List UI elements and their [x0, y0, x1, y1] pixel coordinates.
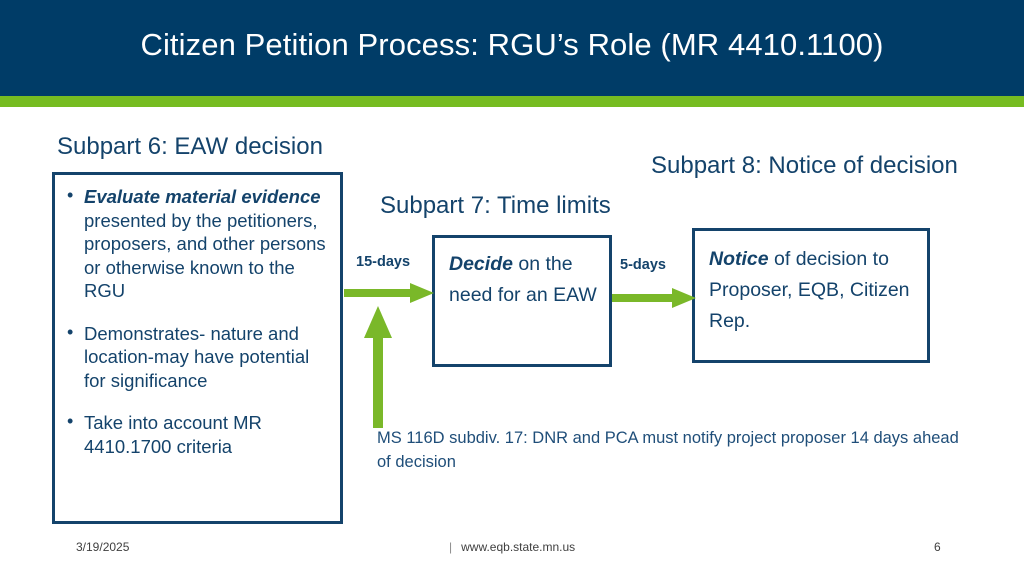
green-accent-bar — [0, 96, 1024, 107]
footnote-text: MS 116D subdiv. 17: DNR and PCA must not… — [377, 429, 959, 471]
arrow-label-5-days: 5-days — [620, 257, 666, 273]
right-arrow-icon-left — [344, 283, 434, 303]
list-item: Evaluate material evidence presented by … — [65, 184, 328, 303]
bullet-emphasis: Evaluate material evidence — [84, 186, 321, 207]
heading-subpart-7: Subpart 7: Time limits — [380, 192, 611, 219]
list-item: Take into account MR 4410.1700 criteria — [65, 410, 328, 458]
heading-subpart-8: Subpart 8: Notice of decision — [651, 152, 958, 179]
bullet-text: Take into account MR 4410.1700 criteria — [84, 412, 262, 457]
right-arrow-icon-right — [612, 288, 696, 308]
heading-subpart-6: Subpart 6: EAW decision — [57, 133, 323, 160]
footer-page-number: 6 — [934, 540, 941, 554]
notice-box: Notice of decision to Proposer, EQB, Cit… — [692, 228, 930, 363]
arrow-label-15-days: 15-days — [356, 254, 411, 270]
decide-text: on the need for an EAW — [449, 253, 597, 306]
decide-box: Decide on the need for an EAW — [432, 235, 612, 367]
notice-box-text: Notice of decision to Proposer, EQB, Cit… — [709, 244, 927, 337]
bullet-text: Demonstrates- nature and location-may ha… — [84, 322, 310, 391]
footer-url: www.eqb.state.mn.us — [461, 540, 576, 554]
decide-emphasis: Decide — [449, 253, 513, 275]
list-item: Demonstrates- nature and location-may ha… — [65, 321, 328, 393]
footer-date: 3/19/2025 — [76, 540, 130, 554]
page-title: Citizen Petition Process: RGU’s Role (MR… — [140, 27, 884, 62]
bullet-text: presented by the petitioners, proposers,… — [84, 209, 326, 302]
title-banner: Citizen Petition Process: RGU’s Role (MR… — [0, 0, 1024, 96]
notice-text: of decision to Proposer, EQB, Citizen Re… — [709, 248, 910, 332]
evaluate-criteria-box: Evaluate material evidence presented by … — [52, 172, 343, 524]
notice-emphasis: Notice — [709, 248, 769, 270]
footer-separator: | — [449, 540, 453, 554]
decide-box-text: Decide on the need for an EAW — [449, 249, 609, 311]
footer-url-group: | www.eqb.state.mn.us — [449, 540, 575, 554]
up-arrow-icon — [364, 306, 392, 428]
